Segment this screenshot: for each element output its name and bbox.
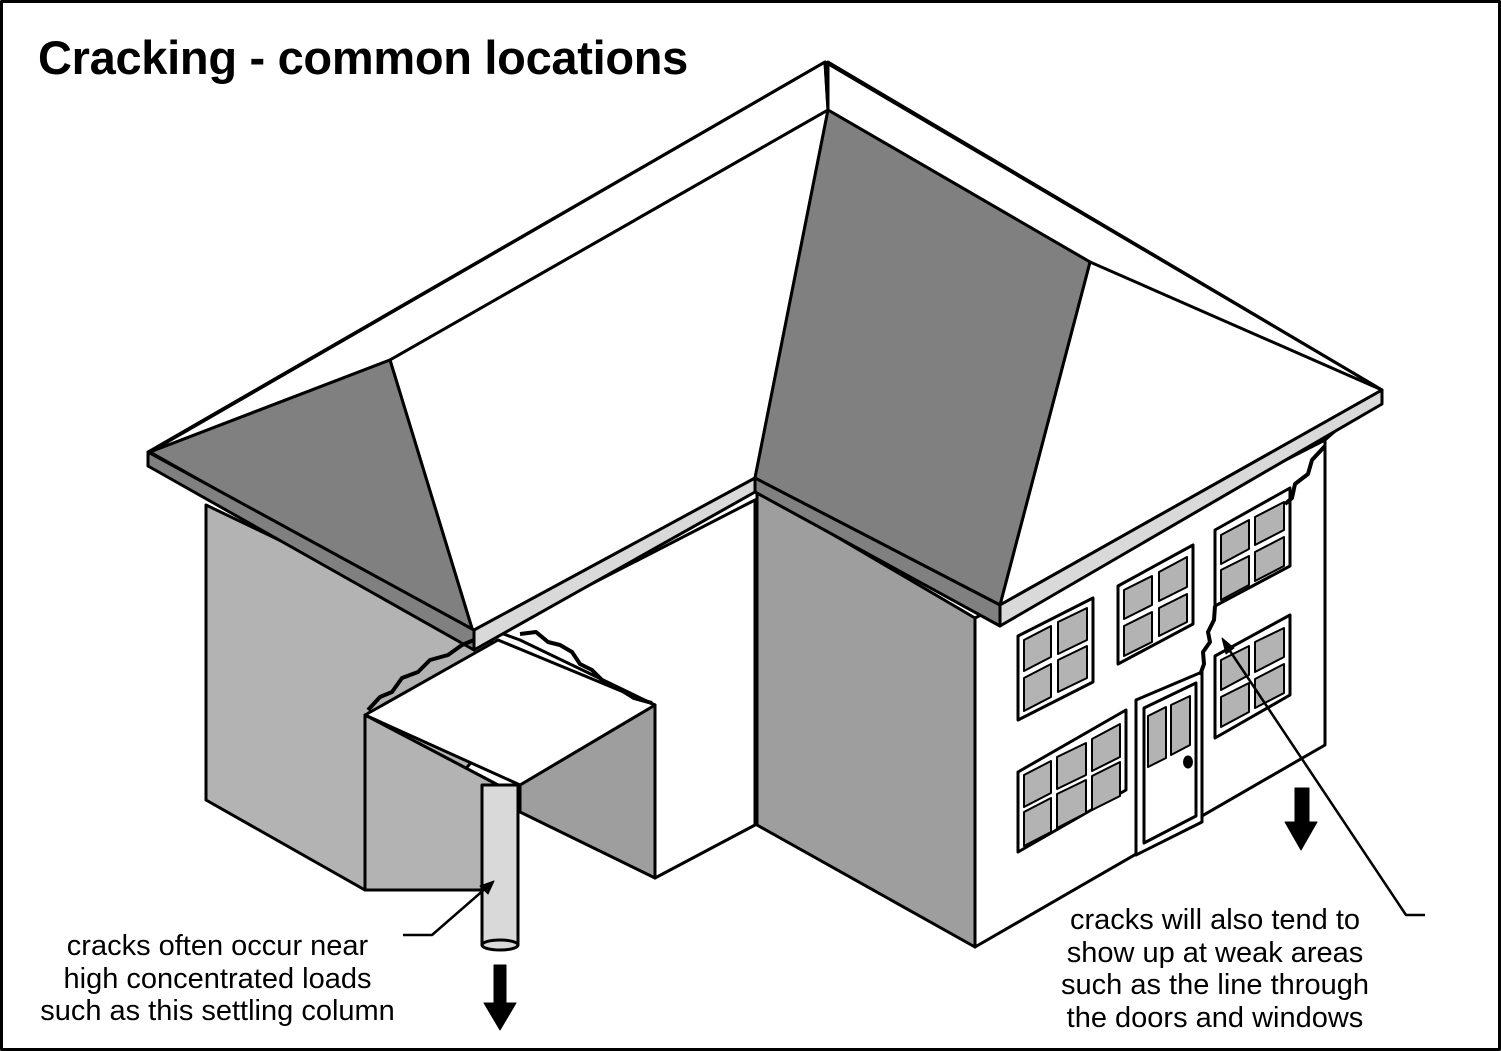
leader-windows-head	[1221, 637, 1235, 655]
callout-line: show up at weak areas	[1066, 936, 1364, 969]
cracks	[366, 444, 1327, 712]
callout-line: high concentrated loads	[63, 962, 372, 995]
leader-column-head	[479, 880, 495, 895]
door-glass-left	[1147, 706, 1167, 768]
callout-line: the doors and windows	[1066, 1001, 1364, 1034]
callout-line: such as the line through	[1061, 969, 1369, 1001]
roof-peak	[823, 61, 830, 111]
settling-column	[480, 783, 520, 947]
roof-ridge-left	[147, 60, 826, 454]
callout-settling-column: cracks often occur near high concentrate…	[10, 930, 425, 1028]
page-title: Cracking - common locations	[38, 31, 689, 84]
window-panes	[1023, 501, 1285, 847]
callout-line: cracks will also tend to	[1069, 904, 1361, 936]
roof-ridge-right	[824, 60, 1383, 392]
door-knob	[1183, 755, 1193, 769]
crack-left	[366, 638, 475, 712]
leader-windows	[1226, 647, 1425, 917]
arrow-house	[1284, 787, 1318, 851]
fascia-right	[998, 388, 1384, 628]
crack-porch	[519, 630, 653, 705]
crack-right	[1283, 444, 1327, 506]
crack-through-windows	[1198, 605, 1217, 676]
callout-weak-areas: cracks will also tend to show up at weak…	[1030, 904, 1400, 1034]
door-glass-right	[1170, 695, 1191, 756]
porch-box-top	[363, 638, 657, 787]
column-base	[480, 938, 520, 952]
callout-line: such as this settling column	[40, 995, 395, 1027]
leader-column	[403, 887, 487, 937]
down-arrows	[483, 787, 1318, 1031]
callout-line: cracks often occur near	[66, 930, 369, 962]
arrow-column	[483, 964, 517, 1031]
